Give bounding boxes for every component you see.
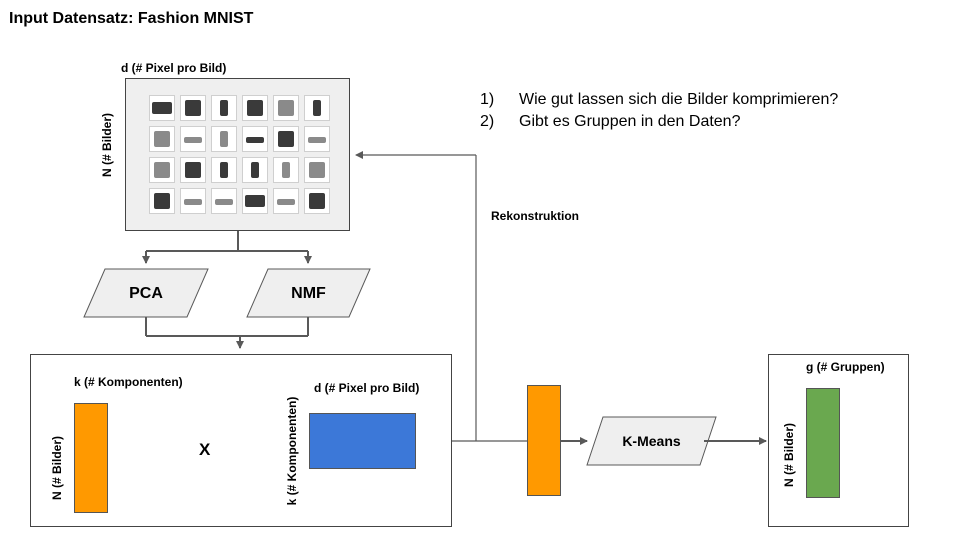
g-groups-label: g (# Gruppen): [806, 360, 885, 374]
input-n-label: N (# Bilder): [100, 112, 114, 178]
question-text: Wie gut lassen sich die Bilder komprimie…: [519, 91, 839, 108]
nmf-shape: [246, 268, 371, 318]
reconstruction-label: Rekonstruktion: [491, 209, 580, 223]
thumb-shirt-icon: [242, 95, 268, 121]
kmeans-label: K-Means: [622, 433, 681, 449]
thumb-trouser-icon: [211, 157, 237, 183]
thumb-trouser-icon: [211, 126, 237, 152]
thumb-sandal-icon: [180, 188, 206, 214]
merge-connector: [145, 317, 309, 349]
question-number: 2): [480, 113, 495, 130]
d-pixels-label: d (# Pixel pro Bild): [314, 381, 420, 395]
thumb-tshirt-icon: [149, 188, 175, 214]
question-text: Gibt es Gruppen in den Daten?: [519, 113, 741, 130]
pca-label: PCA: [129, 285, 163, 302]
thumb-sandal-icon: [211, 188, 237, 214]
split-connector: [142, 231, 312, 264]
thumb-bag-icon: [149, 95, 175, 121]
fashion-image-grid: [125, 78, 350, 231]
weights-matrix-orange: [74, 403, 108, 513]
nmf-label: NMF: [291, 285, 326, 302]
thumb-sandal-icon: [180, 126, 206, 152]
thumb-trouser-icon: [242, 157, 268, 183]
question-item: 2) Gibt es Gruppen in den Daten?: [480, 111, 838, 133]
question-number: 1): [480, 91, 495, 108]
kmeans-shape: [586, 416, 717, 466]
thumb-sneaker-icon: [304, 126, 330, 152]
multiply-sign: X: [199, 440, 211, 459]
page-title: Input Datensatz: Fashion MNIST: [9, 10, 254, 27]
pca-shape: [83, 268, 209, 318]
thumb-coat-icon: [180, 157, 206, 183]
thumb-bag-icon: [242, 188, 268, 214]
group-assignment-green: [806, 388, 840, 498]
thumb-coat-icon: [273, 126, 299, 152]
thumb-trouser-icon: [211, 95, 237, 121]
thumb-shirt-icon: [149, 126, 175, 152]
reconstruction-connector: [355, 151, 527, 442]
k-components-label: k (# Komponenten): [74, 375, 183, 389]
question-item: 1) Wie gut lassen sich die Bilder komprim…: [480, 89, 838, 111]
thumb-pullover-icon: [149, 157, 175, 183]
factor-k-side-label: k (# Komponenten): [285, 396, 299, 506]
input-d-label: d (# Pixel pro Bild): [121, 61, 227, 75]
thumb-pullover-icon: [304, 157, 330, 183]
thumb-sneaker-icon: [242, 126, 268, 152]
questions-list: 1) Wie gut lassen sich die Bilder komprim…: [480, 89, 838, 133]
thumb-bag-icon: [180, 95, 206, 121]
reduced-data-orange: [527, 385, 561, 496]
thumb-dress-icon: [304, 188, 330, 214]
thumb-bag-icon: [273, 95, 299, 121]
thumb-trouser-icon: [304, 95, 330, 121]
factor-n-label: N (# Bilder): [50, 435, 64, 501]
thumb-sandal-icon: [273, 188, 299, 214]
groups-n-label: N (# Bilder): [782, 422, 796, 488]
components-matrix-blue: [309, 413, 416, 469]
thumb-trouser-icon: [273, 157, 299, 183]
